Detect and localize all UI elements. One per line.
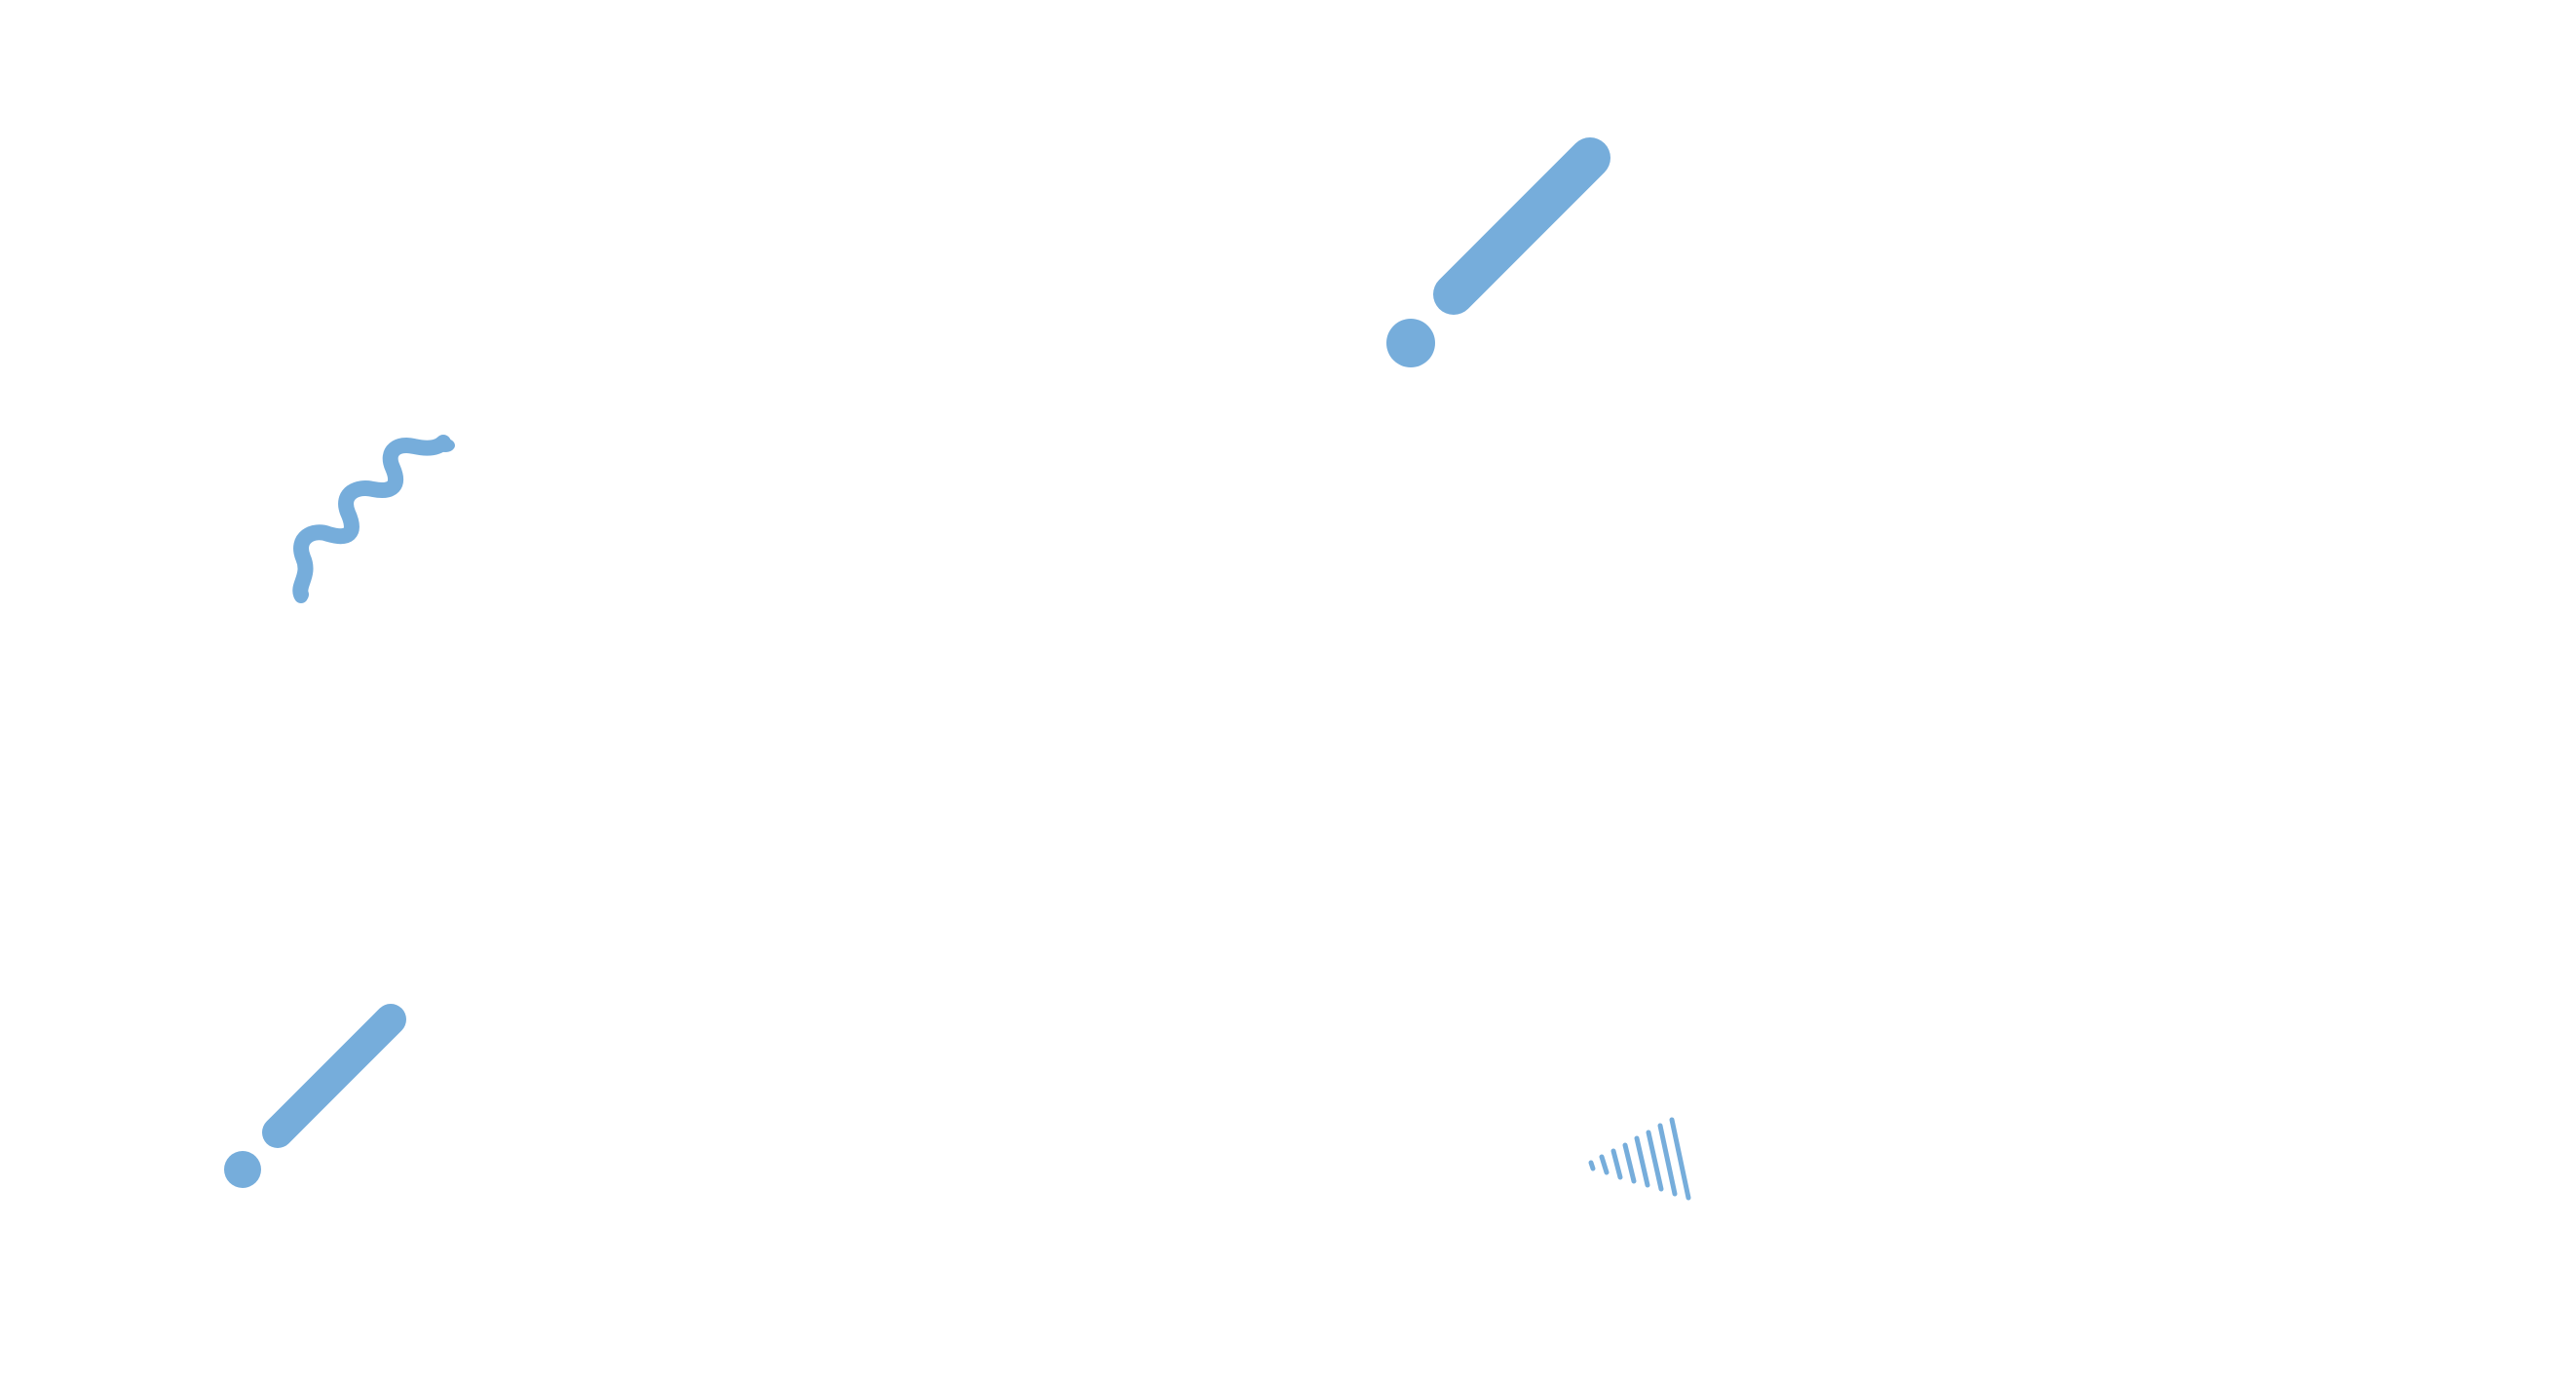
- striped-triangle-decoration: [1588, 1117, 1691, 1201]
- squiggle-decoration: [292, 435, 455, 603]
- dash-with-dot-small-decoration: [224, 1004, 406, 1188]
- dash-with-dot-large-decoration: [1386, 137, 1610, 367]
